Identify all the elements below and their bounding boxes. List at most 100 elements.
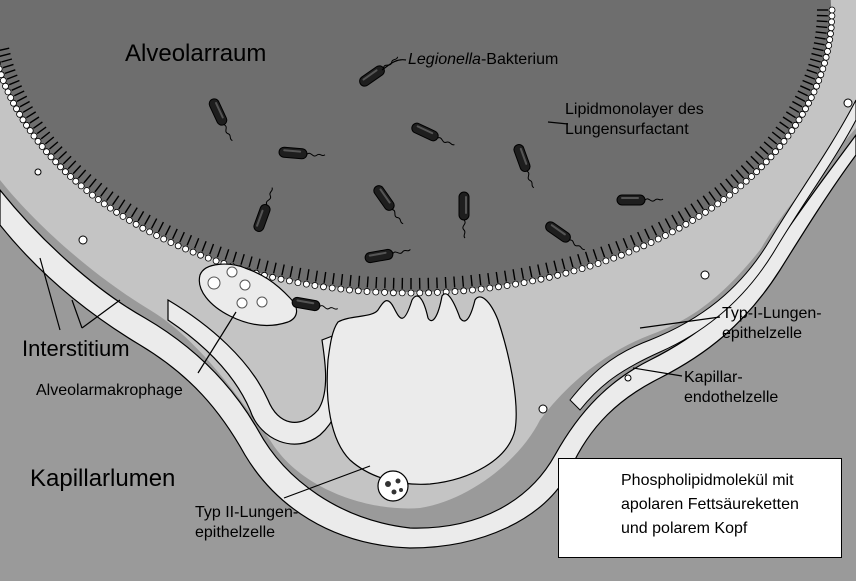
- lipid-head: [17, 111, 23, 117]
- type2-epithelial-cell: [327, 294, 516, 484]
- lipid-head: [789, 128, 795, 134]
- legend-line2: apolaren Fettsäureketten: [621, 493, 799, 517]
- lipid-head: [24, 122, 30, 128]
- legend-box: Phospholipidmolekül mit apolaren Fettsäu…: [558, 458, 842, 558]
- label-alveolarmakrophage: Alveolarmakrophage: [36, 381, 183, 401]
- lipid-head: [818, 72, 824, 78]
- lipid-head: [27, 128, 33, 134]
- lipid-head: [8, 95, 14, 101]
- legend-line3: und polarem Kopf: [621, 517, 799, 541]
- lipid-head: [329, 285, 335, 291]
- lipid-head: [312, 283, 318, 289]
- lipid-head: [595, 261, 601, 267]
- lipid-head: [84, 188, 90, 194]
- lipid-head: [68, 174, 74, 180]
- label-lipidmonolayer: Lipidmonolayer des Lungensurfactant: [565, 100, 704, 140]
- lamellar-body: [399, 488, 403, 492]
- lipid-head: [147, 229, 153, 235]
- lipid-head: [355, 288, 361, 294]
- macrophage-vesicle: [257, 297, 267, 307]
- lipid-head: [31, 133, 37, 139]
- lipid-head: [89, 192, 95, 198]
- lipid-tail: [463, 276, 464, 287]
- lipid-head: [408, 290, 414, 296]
- lipid-head: [732, 188, 738, 194]
- lipid-head: [579, 266, 585, 272]
- macrophage-vesicle: [208, 277, 220, 289]
- lipid-head: [811, 89, 817, 95]
- lipid-head: [655, 236, 661, 242]
- label-interstitium: Interstitium: [22, 336, 130, 362]
- lipid-head: [829, 19, 835, 25]
- lipid-tail: [359, 276, 360, 287]
- lipid-head: [347, 287, 353, 293]
- lipid-head: [626, 249, 632, 255]
- lipid-head: [133, 221, 139, 227]
- nucleus: [701, 271, 709, 279]
- lipid-head: [727, 192, 733, 198]
- lipid-head: [781, 138, 787, 144]
- lipid-head: [278, 276, 284, 282]
- nucleus: [79, 236, 87, 244]
- lipid-head: [721, 197, 727, 203]
- lipid-head: [364, 289, 370, 295]
- lipid-head: [754, 169, 760, 175]
- lipid-head: [611, 255, 617, 261]
- lipid-head: [828, 25, 834, 31]
- lipid-head: [822, 60, 828, 66]
- lipid-head: [101, 201, 107, 207]
- lipid-head: [816, 78, 822, 84]
- lipid-tail: [445, 277, 446, 288]
- lipid-head: [587, 263, 593, 269]
- lipid-tail: [376, 277, 377, 288]
- lipid-head: [829, 13, 835, 19]
- lipid-head: [808, 95, 814, 101]
- lipid-head: [78, 183, 84, 189]
- lipid-head: [690, 217, 696, 223]
- lipid-tail: [816, 26, 827, 27]
- macrophage-vesicle: [240, 280, 250, 290]
- lipid-head: [555, 272, 561, 278]
- lamellar-body: [385, 481, 391, 487]
- lipid-head: [496, 284, 502, 290]
- label-legionella-italic: Legionella: [408, 51, 481, 68]
- lipid-head: [648, 240, 654, 246]
- lipid-head: [763, 159, 769, 165]
- lipid-head: [696, 213, 702, 219]
- nucleus: [844, 99, 852, 107]
- lipid-head: [95, 197, 101, 203]
- lipid-head: [641, 243, 647, 249]
- lipid-head: [175, 243, 181, 249]
- lipid-head: [820, 66, 826, 72]
- lipid-head: [470, 287, 476, 293]
- lipid-head: [603, 258, 609, 264]
- lipid-head: [461, 288, 467, 294]
- lipid-head: [48, 154, 54, 160]
- lipid-head: [321, 284, 327, 290]
- lipid-head: [14, 106, 20, 112]
- lipid-head: [803, 106, 809, 112]
- nucleus: [539, 405, 547, 413]
- lipid-head: [829, 7, 835, 13]
- lipid-head: [785, 133, 791, 139]
- lipid-head: [434, 289, 440, 295]
- lipid-tail: [367, 277, 368, 288]
- lipid-head: [676, 225, 682, 231]
- lipid-head: [530, 278, 536, 284]
- type2-cell-nucleus: [378, 471, 408, 501]
- lipid-head: [168, 240, 174, 246]
- label-legionella-rest: -Bakterium: [481, 51, 558, 68]
- lipid-head: [107, 205, 113, 211]
- label-kapillar: Kapillar- endothelzelle: [684, 368, 778, 408]
- lipid-head: [161, 236, 167, 242]
- lipid-head: [73, 178, 79, 184]
- label-alveolarraum: Alveolarraum: [125, 40, 266, 68]
- label-lipid-line2: Lungensurfactant: [565, 120, 704, 140]
- lipid-head: [662, 233, 668, 239]
- lipid-head: [20, 117, 26, 123]
- lipid-head: [295, 280, 301, 286]
- lipid-head: [826, 43, 832, 49]
- lipid-head: [571, 268, 577, 274]
- label-typ2-line1: Typ II-Lungen-: [195, 503, 298, 523]
- lipid-head: [478, 286, 484, 292]
